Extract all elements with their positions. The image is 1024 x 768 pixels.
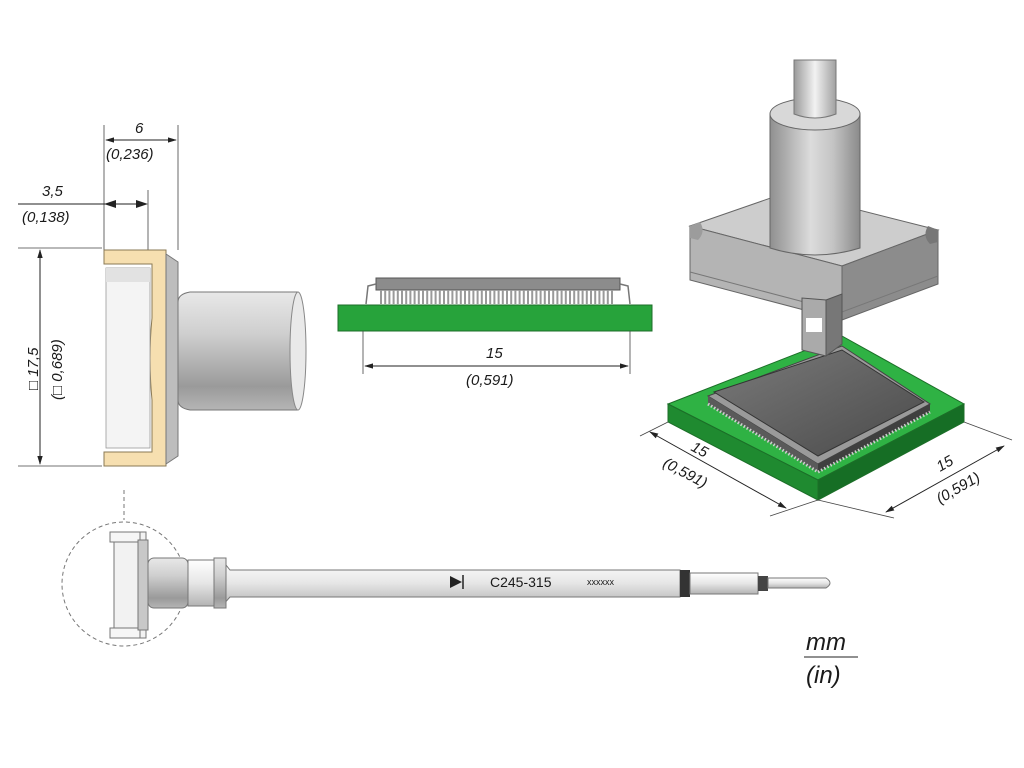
dim-top-width-value: 6 <box>135 120 144 137</box>
orientation-mark-icon <box>450 576 462 588</box>
unit-imperial: (in) <box>806 662 841 689</box>
chip-pin <box>422 290 424 304</box>
chip-pin <box>506 290 508 304</box>
chip-pin <box>413 290 416 304</box>
chip-pin <box>464 290 466 304</box>
chip-pin <box>548 290 550 304</box>
chip-pins <box>365 283 631 305</box>
tip-code: C245-315 <box>490 574 552 590</box>
dim-iso-right-value: 15 <box>934 452 958 475</box>
chip-pin <box>489 290 492 304</box>
chip-pin <box>476 290 479 304</box>
chip-pin <box>560 290 563 304</box>
chip-pin <box>564 290 567 304</box>
units-legend: mm (in) <box>804 629 858 689</box>
chip-pin <box>455 290 458 304</box>
flange <box>165 253 179 465</box>
chip-pin <box>434 290 437 304</box>
chip-pin <box>518 290 521 304</box>
chip-pin <box>569 290 571 304</box>
chip-pin <box>472 290 475 304</box>
chip-pin <box>447 290 450 304</box>
chip-pin <box>510 290 513 304</box>
chip-pin <box>573 290 576 304</box>
isometric-view: 15 (0,591) 15 (0,591) <box>639 59 1013 519</box>
chip-pin <box>585 290 588 304</box>
dim-side-depth-inch: (0,138) <box>22 209 70 226</box>
chip-pin <box>426 290 429 304</box>
chip-pin <box>514 290 517 304</box>
chip-pin <box>409 290 412 304</box>
chip-pin <box>501 290 504 304</box>
chip-pin <box>556 290 559 304</box>
chip-pin <box>443 290 445 304</box>
dim-iso-left-value: 15 <box>688 439 711 462</box>
chip-pin <box>380 290 382 304</box>
chip-pin <box>602 290 605 304</box>
chip-pin <box>468 290 471 304</box>
chip-pin <box>405 290 408 304</box>
chip-pin <box>401 290 403 304</box>
chip-pin <box>527 290 529 304</box>
dim-side-depth-value: 3,5 <box>42 183 64 200</box>
chip-pin <box>459 290 462 304</box>
chip-pin <box>606 290 609 304</box>
full-tip-view: C245-315 xxxxxx <box>61 490 831 647</box>
chip-pin <box>535 290 538 304</box>
dim-chip-width-inch: (0,591) <box>466 372 514 389</box>
chip-pin <box>430 290 433 304</box>
chip-pin <box>451 290 454 304</box>
chip-pin <box>392 290 395 304</box>
chip-pin <box>522 290 525 304</box>
dim-chip-width-value: 15 <box>486 345 503 362</box>
tip-serial: xxxxxx <box>587 577 615 587</box>
chip-pin <box>594 290 597 304</box>
chip-pin <box>396 290 399 304</box>
chip-pin <box>552 290 555 304</box>
chip-pin <box>497 290 500 304</box>
dim-top-width-inch: (0,236) <box>106 146 154 163</box>
chip-pin <box>384 290 387 304</box>
chip-pin <box>590 290 592 304</box>
chip-pin <box>388 290 391 304</box>
chip-pin <box>417 290 420 304</box>
chip-lead <box>365 283 377 305</box>
chip-pin <box>577 290 580 304</box>
dim-height-value: □ 17,5 <box>25 347 42 390</box>
chip-pin <box>611 290 613 304</box>
chip-pin <box>539 290 542 304</box>
shaft-cylinder <box>177 291 299 411</box>
unit-metric: mm <box>806 629 846 656</box>
front-view: 15 (0,591) <box>337 277 653 389</box>
dim-line-iso-left <box>649 431 787 509</box>
nozzle-cylinder <box>769 113 861 256</box>
chip-pin <box>480 290 483 304</box>
chip-pin <box>598 290 601 304</box>
chip-pin <box>581 290 584 304</box>
chip-pin <box>485 290 487 304</box>
chip-pin <box>531 290 534 304</box>
chip-pin <box>438 290 441 304</box>
dim-line-iso-right <box>885 445 1005 513</box>
chip-pin <box>493 290 496 304</box>
pcb-front <box>337 304 653 332</box>
chip-pin <box>543 290 546 304</box>
chip-lead <box>619 283 631 305</box>
side-view: 6 (0,236) 3,5 (0,138) □ 17,5 (□ 0,689) <box>18 120 307 467</box>
dim-height-inch: (□ 0,689) <box>49 339 66 400</box>
chip-front <box>375 277 621 291</box>
